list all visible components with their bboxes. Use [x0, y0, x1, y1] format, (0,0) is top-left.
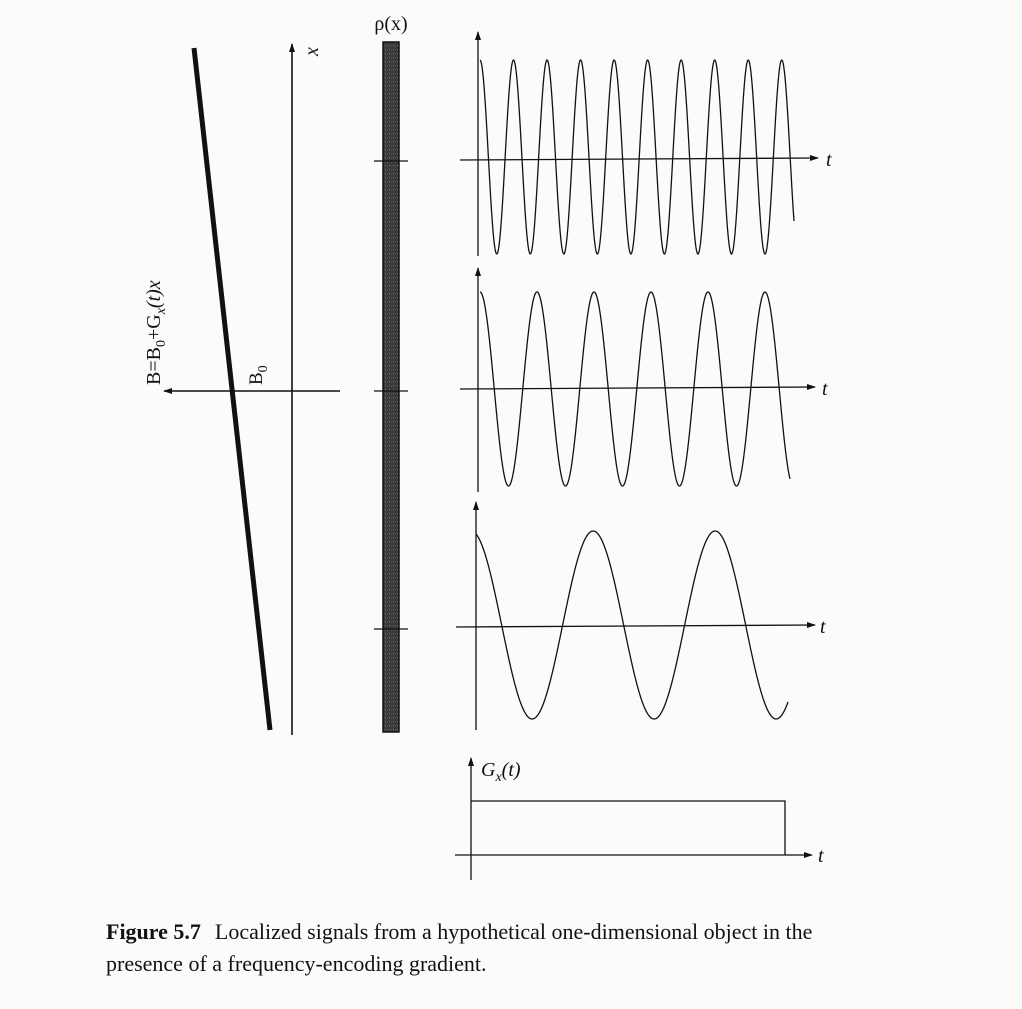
caption-text: Localized signals from a hypothetical on…	[106, 919, 813, 976]
signal-top-waveform	[479, 59, 795, 255]
field-gradient-line	[191, 47, 273, 731]
signal-plot-bottom: t	[455, 501, 826, 730]
signal-bottom-time-axis	[455, 622, 816, 629]
signal-plot-middle: t	[459, 267, 828, 492]
signal-middle-time-axis	[459, 384, 816, 391]
time-label-bottom: t	[820, 616, 826, 638]
field-axis-label: B=B0+Gx(t)x	[143, 280, 169, 385]
time-label-gradient: t	[818, 845, 824, 867]
gradient-pulse	[471, 800, 786, 855]
x-axis-label: x	[301, 47, 323, 57]
object-bar	[382, 41, 400, 733]
b0-label: B0	[246, 365, 271, 385]
gradient-plot: Gx(t) t	[455, 757, 824, 880]
signal-middle-waveform	[479, 291, 791, 487]
figure-number: Figure 5.7	[106, 919, 201, 944]
gradient-label: Gx(t)	[481, 759, 521, 785]
signal-plot-top: t	[459, 31, 832, 256]
time-label-top: t	[826, 149, 832, 171]
signal-bottom-waveform	[475, 530, 789, 720]
rho-label: ρ(x)	[374, 13, 407, 35]
time-label-middle: t	[822, 378, 828, 400]
